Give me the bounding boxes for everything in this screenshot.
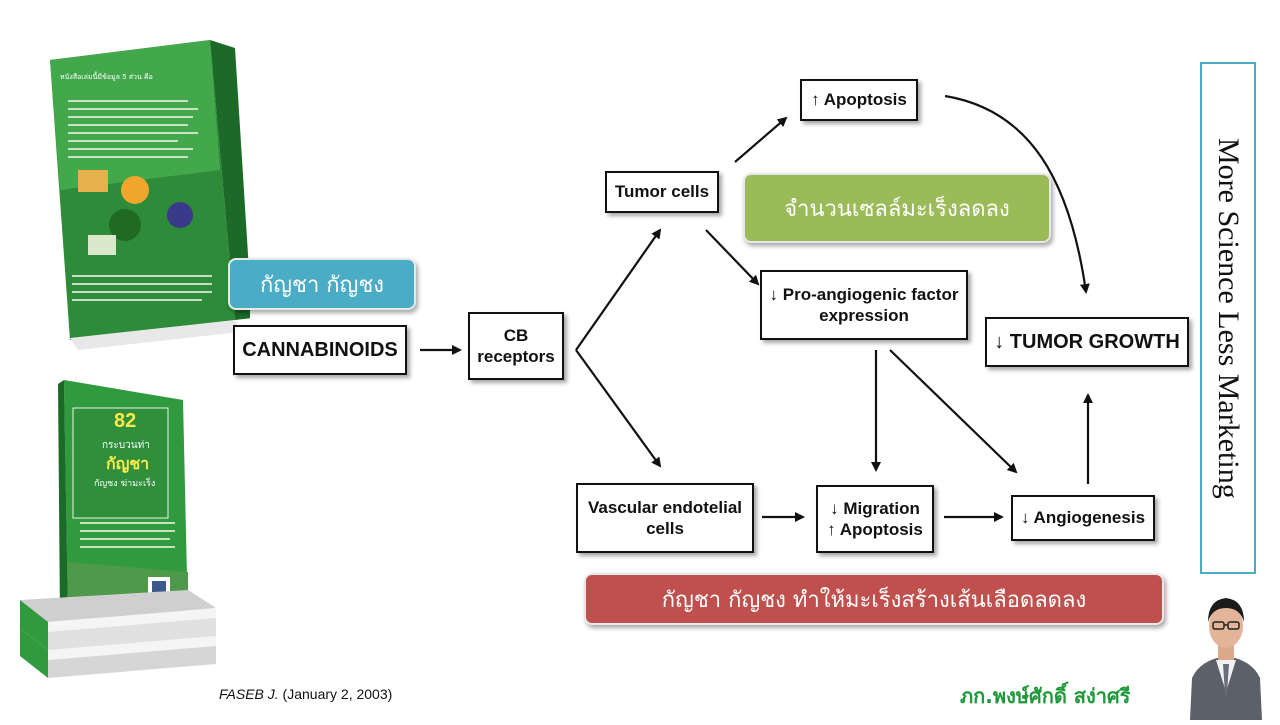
vessel-label-pill: กัญชา กัญชง ทำให้มะเร็งสร้างเส้นเลือดลดล… bbox=[584, 573, 1164, 625]
book-bottom-number: 82 bbox=[114, 410, 137, 432]
migration-apoptosis-label: ↑ Apoptosis bbox=[827, 520, 923, 539]
book-bottom-line2: กัญชา bbox=[106, 454, 150, 473]
arrow-cb-to-vascular bbox=[575, 349, 662, 468]
tumor-cells-box: Tumor cells bbox=[605, 171, 719, 213]
citation-journal: FASEB J. bbox=[219, 686, 279, 702]
cell-count-label-pill: จำนวนเซลล์มะเร็งลดลง bbox=[743, 173, 1051, 243]
tumor-growth-box: ↓ TUMOR GROWTH bbox=[985, 317, 1189, 367]
migration-box: ↓ Migration ↑ Apoptosis bbox=[816, 485, 934, 553]
author-name: ภก.พงษ์ศักดิ์ สง่าศรี bbox=[960, 684, 1131, 708]
arrow-apoptosis-to-growth bbox=[944, 94, 1090, 294]
apoptosis-box: ↑ Apoptosis bbox=[800, 79, 918, 121]
side-banner-text: More Science Less Marketing bbox=[1212, 137, 1245, 499]
book-top-heading: หนังสือเล่มนี้มีข้อมูล 5 ส่วน คือ bbox=[60, 73, 153, 81]
citation: FASEB J. (January 2, 2003) bbox=[219, 686, 392, 702]
cannabinoids-box: CANNABINOIDS bbox=[233, 325, 407, 375]
book-bottom-line1: กระบวนท่า bbox=[102, 440, 150, 451]
side-banner: More Science Less Marketing bbox=[1200, 62, 1256, 574]
cb-receptors-box: CB receptors bbox=[468, 312, 564, 380]
citation-date: (January 2, 2003) bbox=[278, 686, 393, 702]
pro-angiogenic-box: ↓ Pro-angiogenic factor expression bbox=[760, 270, 968, 340]
book-stack-bottom: 82 กระบวนท่า กัญชา กัญชง ฆ่ามะเร็ง bbox=[18, 372, 218, 692]
arrow-proangio-to-angiogenesis bbox=[889, 349, 1018, 474]
author-photo bbox=[1186, 582, 1266, 720]
angiogenesis-box: ↓ Angiogenesis bbox=[1011, 495, 1155, 541]
arrow-tumor-to-proangio bbox=[705, 229, 760, 286]
arrow-tumor-to-apoptosis bbox=[734, 116, 788, 163]
book-bottom-line3: กัญชง ฆ่ามะเร็ง bbox=[94, 479, 156, 489]
vascular-cells-box: Vascular endotelial cells bbox=[576, 483, 754, 553]
book-cover-top: หนังสือเล่มนี้มีข้อมูล 5 ส่วน คือ bbox=[30, 20, 252, 350]
migration-label: ↓ Migration bbox=[830, 498, 920, 518]
arrow-cb-to-tumor bbox=[575, 228, 662, 351]
cannabis-label-pill: กัญชา กัญชง bbox=[228, 258, 416, 310]
